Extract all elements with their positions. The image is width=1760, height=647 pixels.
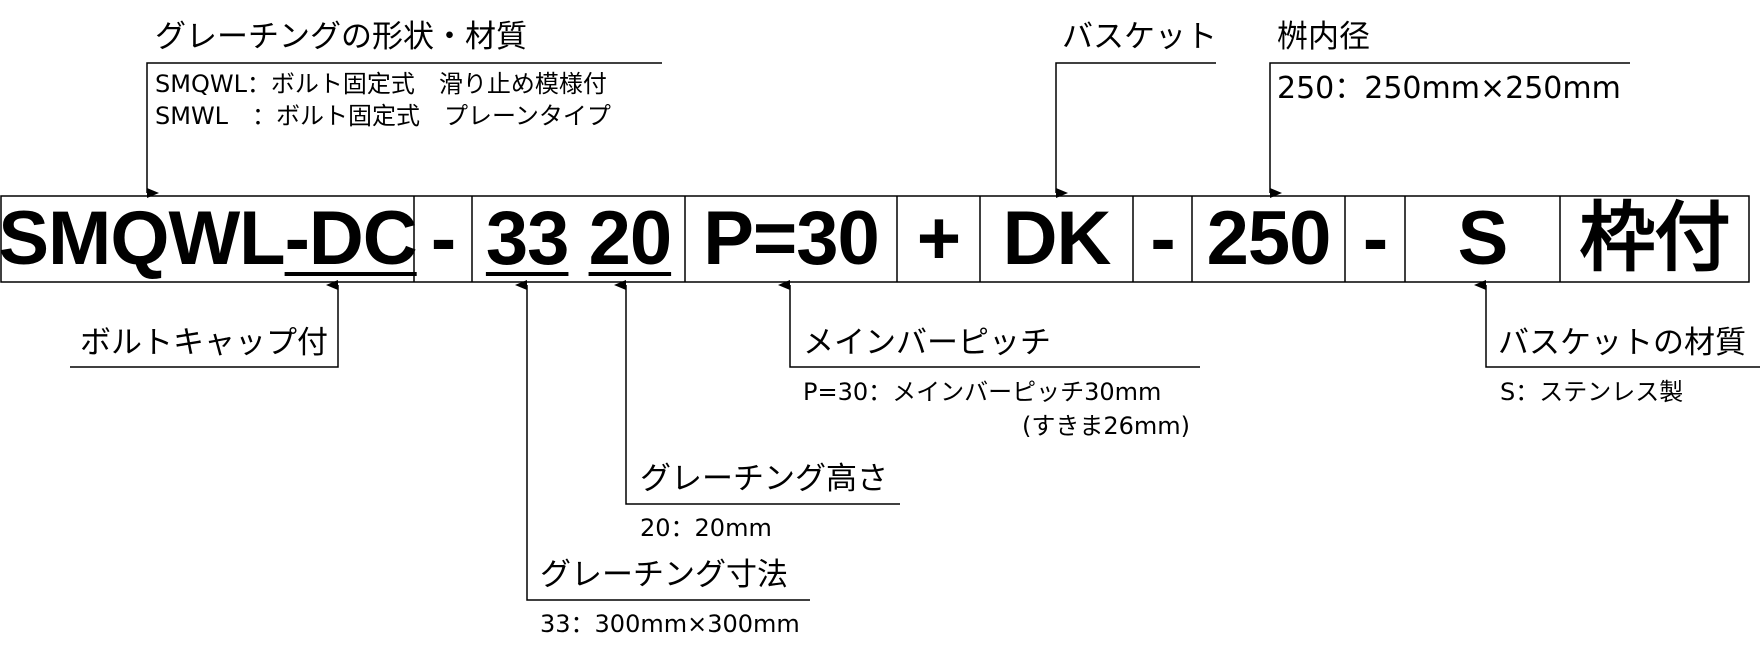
code-pitch: P=30 bbox=[703, 196, 880, 281]
code-cell-plus: + bbox=[897, 196, 980, 282]
code-size-height: 33 20 bbox=[486, 201, 672, 277]
code-cell-basket: DK bbox=[980, 196, 1133, 282]
size-detail: 33：300mm×300mm bbox=[540, 610, 800, 638]
height-detail: 20：20mm bbox=[640, 514, 772, 542]
code-sep2: - bbox=[1150, 196, 1175, 281]
code-cell-sep1: - bbox=[414, 196, 472, 282]
shape-line2: SMWL ：ボルト固定式 プレーンタイプ bbox=[155, 102, 611, 130]
code-cell-diameter: 250 bbox=[1192, 196, 1345, 282]
basket-material-title: バスケットの材質 bbox=[1498, 325, 1746, 361]
code-option-dc: -DC bbox=[284, 196, 418, 281]
code-size: 33 bbox=[485, 196, 570, 281]
shape-line1: SMQWL：ボルト固定式 滑り止め模様付 bbox=[155, 70, 607, 98]
code-model-text: SMQWL-DC bbox=[0, 196, 418, 281]
pitch-detail: P=30：メインバーピッチ30mm bbox=[803, 378, 1162, 406]
bolt-cap-title: ボルトキャップ付 bbox=[80, 325, 328, 361]
size-title: グレーチング寸法 bbox=[540, 557, 788, 593]
code-basket: DK bbox=[1002, 196, 1112, 281]
basket-title: バスケット bbox=[1062, 19, 1217, 55]
shape-title: グレーチングの形状・材質 bbox=[155, 19, 527, 55]
code-sep3: - bbox=[1362, 196, 1388, 281]
code-cell-frame: 枠付 bbox=[1560, 196, 1749, 282]
code-table-border bbox=[0, 195, 1750, 283]
code-sep1: - bbox=[430, 196, 456, 281]
code-diameter: 250 bbox=[1206, 196, 1332, 281]
pitch-detail2: (すきま26mm) bbox=[1022, 412, 1191, 440]
code-cell-pitch: P=30 bbox=[685, 196, 897, 282]
code-height: 20 bbox=[588, 196, 673, 281]
basket-material-detail: S：ステンレス製 bbox=[1500, 378, 1684, 406]
code-frame: 枠付 bbox=[1579, 196, 1731, 281]
code-cell-sep2: - bbox=[1133, 196, 1192, 282]
diameter-detail: 250：250mm×250mm bbox=[1277, 71, 1621, 106]
height-title: グレーチング高さ bbox=[640, 461, 888, 497]
code-cell-material: S bbox=[1405, 196, 1560, 282]
code-material: S bbox=[1457, 196, 1509, 281]
code-cell-model: SMQWL-DC bbox=[0, 196, 418, 282]
diameter-title: 桝内径 bbox=[1277, 19, 1370, 55]
code-plus: + bbox=[916, 196, 961, 281]
pitch-title: メインバーピッチ bbox=[803, 325, 1051, 361]
code-cell-size-height: 33 20 bbox=[472, 196, 685, 282]
code-cell-sep3: - bbox=[1345, 196, 1405, 282]
